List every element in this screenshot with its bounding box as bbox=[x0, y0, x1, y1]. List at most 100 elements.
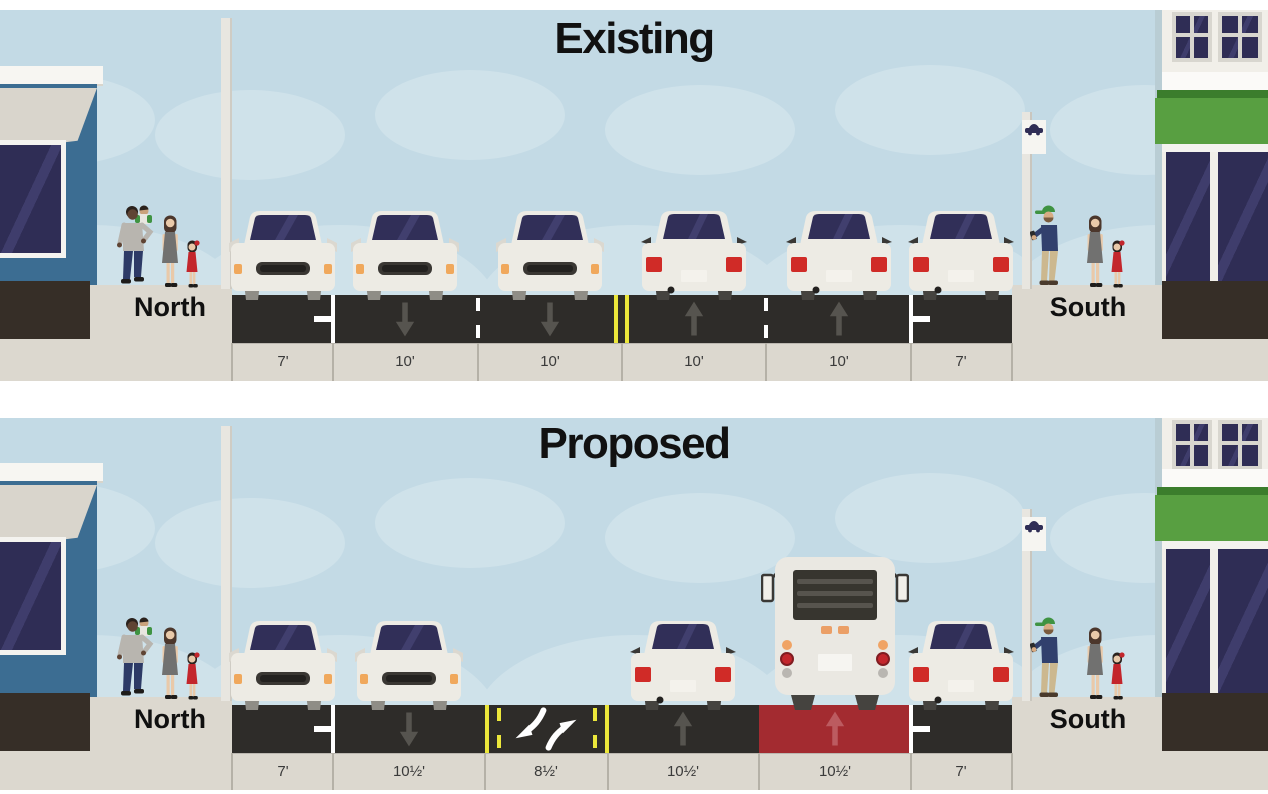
pedestrian-girl bbox=[1108, 651, 1126, 701]
lane-arrow-down-icon bbox=[539, 300, 561, 338]
building-south-storefront-window bbox=[1218, 549, 1268, 693]
sign-pole-south bbox=[1022, 509, 1032, 701]
car-front-illustration bbox=[496, 207, 604, 301]
car-front-illustration bbox=[351, 207, 459, 301]
car-front-illustration bbox=[229, 617, 337, 711]
cloud bbox=[155, 90, 345, 180]
car-front-illustration bbox=[229, 207, 337, 301]
building-south-storefront-window bbox=[1166, 549, 1210, 693]
width-label: 7' bbox=[277, 353, 289, 370]
lane-arrow-up-icon bbox=[828, 300, 850, 338]
car-rear-illustration bbox=[907, 617, 1015, 711]
building-north-cornice bbox=[0, 463, 103, 481]
car-icon bbox=[1023, 520, 1045, 533]
panel-title: Proposed bbox=[538, 419, 731, 468]
building-south-band bbox=[1162, 469, 1268, 487]
cloud bbox=[375, 70, 565, 160]
window-mullion bbox=[1238, 424, 1242, 466]
width-label: 7' bbox=[955, 763, 967, 780]
window-mullion bbox=[1238, 16, 1242, 58]
lane-line-solid-white bbox=[331, 705, 335, 753]
south-label: South bbox=[1049, 704, 1127, 734]
ruler-divider bbox=[621, 343, 623, 381]
building-south-storefront-window bbox=[1166, 152, 1210, 281]
lane-arrow-down-icon bbox=[394, 300, 416, 338]
building-south-storefront-frame bbox=[1162, 541, 1268, 549]
width-label: 10½' bbox=[818, 763, 852, 780]
width-label: 7' bbox=[277, 763, 289, 780]
car-rear-illustration bbox=[629, 617, 737, 711]
pedestrian-girl bbox=[183, 239, 201, 289]
width-label: 7' bbox=[955, 353, 967, 370]
pedestrian-woman bbox=[157, 213, 183, 289]
cloud bbox=[835, 473, 1025, 563]
lane-line-solid-white bbox=[331, 295, 335, 343]
panel-title: Existing bbox=[554, 14, 715, 63]
parking-tee-marking bbox=[913, 726, 930, 732]
building-north-base bbox=[0, 281, 90, 339]
parking-tee-marking bbox=[314, 316, 331, 322]
width-label: 10½' bbox=[666, 763, 700, 780]
ruler-divider bbox=[1011, 343, 1013, 381]
building-south-base bbox=[1162, 281, 1268, 339]
turn-lane-line-solid-yellow bbox=[605, 705, 609, 753]
pedestrian-woman bbox=[1082, 213, 1108, 289]
cloud bbox=[155, 498, 345, 588]
lane-line-double-yellow bbox=[625, 295, 629, 343]
lane-arrow-up-icon bbox=[672, 710, 694, 748]
ruler-divider bbox=[231, 343, 233, 381]
pedestrian-man-with-phone bbox=[1029, 203, 1066, 289]
storefront-mullion bbox=[1210, 549, 1218, 693]
pedestrian-man-with-phone bbox=[1029, 615, 1066, 701]
window-mullion bbox=[1190, 424, 1194, 466]
parking-tee-marking bbox=[314, 726, 331, 732]
building-north-window bbox=[0, 542, 61, 650]
width-label: 10½' bbox=[392, 763, 426, 780]
cloud bbox=[375, 478, 565, 568]
width-label: 10' bbox=[829, 353, 849, 370]
ruler-divider bbox=[910, 343, 912, 381]
panel-proposed: 7' 10½' 8½' 10½' 10½' 7' North South Proposed bbox=[0, 397, 1268, 794]
lane-line-dashed-white bbox=[476, 298, 480, 340]
pedestrian-girl bbox=[1108, 239, 1126, 289]
north-label: North bbox=[134, 704, 206, 734]
bus-rear-illustration bbox=[760, 555, 910, 711]
car-front-illustration bbox=[355, 617, 463, 711]
pedestrian-woman bbox=[1082, 625, 1108, 701]
ruler-divider bbox=[910, 753, 912, 790]
south-label: South bbox=[1049, 292, 1127, 322]
car-icon bbox=[1023, 123, 1045, 136]
building-south-side bbox=[1155, 10, 1162, 285]
width-label: 10' bbox=[395, 353, 415, 370]
ruler-divider bbox=[607, 753, 609, 790]
car-rear-illustration bbox=[907, 207, 1015, 301]
ruler-divider bbox=[1011, 753, 1013, 790]
lane-line-solid-white bbox=[909, 705, 913, 753]
lane-arrow-up-icon bbox=[683, 300, 705, 338]
ruler-divider bbox=[231, 753, 233, 790]
ruler-divider bbox=[332, 753, 334, 790]
lane-line-double-yellow bbox=[614, 295, 618, 343]
building-north-base bbox=[0, 693, 90, 751]
north-label: North bbox=[134, 292, 206, 322]
lane-line-solid-white bbox=[909, 295, 913, 343]
building-south-base bbox=[1162, 693, 1268, 751]
ruler-divider bbox=[758, 753, 760, 790]
parking-tee-marking bbox=[913, 316, 930, 322]
building-south-awning-top bbox=[1157, 487, 1268, 495]
ruler-strip bbox=[232, 753, 1012, 790]
building-north-window bbox=[0, 145, 61, 253]
width-label: 8½' bbox=[534, 763, 558, 780]
lane-line-dashed-white bbox=[764, 298, 768, 340]
street-light-pole-north bbox=[221, 426, 232, 701]
building-north-cornice bbox=[0, 66, 103, 84]
window-mullion bbox=[1190, 16, 1194, 58]
turn-lane-line-dashed-yellow bbox=[593, 708, 597, 750]
building-south-awning bbox=[1155, 495, 1268, 541]
sign-pole-south bbox=[1022, 112, 1032, 289]
car-rear-illustration bbox=[640, 207, 748, 301]
ruler-top-line bbox=[232, 753, 1012, 754]
pedestrian-girl bbox=[183, 651, 201, 701]
